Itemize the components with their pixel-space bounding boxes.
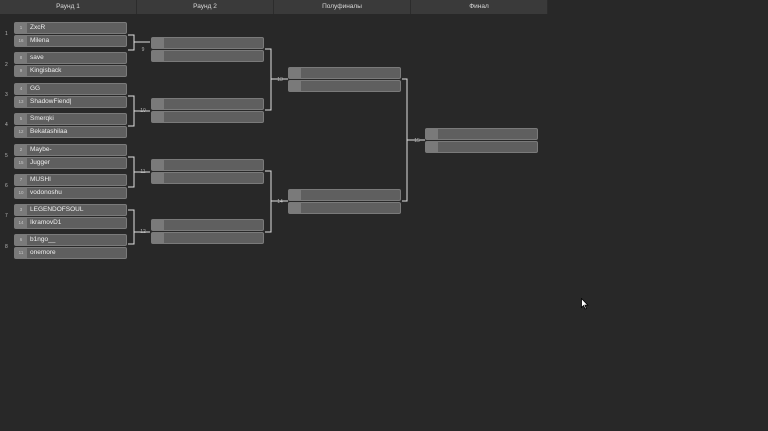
match-number: 11 xyxy=(140,169,146,175)
position-number: 4 xyxy=(5,122,8,128)
seed-number xyxy=(426,129,438,139)
match-number: 10 xyxy=(140,108,146,114)
team-slot-empty[interactable] xyxy=(151,219,264,231)
position-number: 5 xyxy=(5,153,8,159)
team-slot-empty[interactable] xyxy=(288,67,401,79)
position-number: 3 xyxy=(5,92,8,98)
seed-number xyxy=(152,38,164,48)
seed-number xyxy=(152,160,164,170)
seed-number: 6 xyxy=(15,235,27,245)
team-slot-empty[interactable] xyxy=(151,172,264,184)
team-slot-empty[interactable] xyxy=(288,189,401,201)
team-name: onemore xyxy=(30,249,56,256)
team-name: Maybe- xyxy=(30,146,52,153)
seed-number xyxy=(152,99,164,109)
team-slot-empty[interactable] xyxy=(425,128,538,140)
seed-number: 3 xyxy=(15,205,27,215)
position-number: 6 xyxy=(5,183,8,189)
seed-number: 11 xyxy=(15,248,27,258)
team-name: Kingisback xyxy=(30,67,62,74)
match-number: 14 xyxy=(277,199,283,205)
seed-number: 1 xyxy=(15,23,27,33)
match-number: 9 xyxy=(141,47,145,53)
mouse-cursor-icon xyxy=(581,298,589,310)
team-name: LEGENDOFSOUL xyxy=(30,206,84,213)
seed-number xyxy=(426,142,438,152)
seed-number: 15 xyxy=(15,158,27,168)
team-slot-empty[interactable] xyxy=(425,141,538,153)
header-semifinals[interactable]: Полуфиналы xyxy=(274,0,411,14)
team-slot-empty[interactable] xyxy=(151,50,264,62)
header-round-2[interactable]: Раунд 2 xyxy=(137,0,274,14)
team-name: Jugger xyxy=(30,159,50,166)
seed-number: 4 xyxy=(15,84,27,94)
team-name: ShadowFiend| xyxy=(30,98,72,105)
seed-number: 10 xyxy=(15,188,27,198)
team-name: Smerqki xyxy=(30,115,54,122)
seed-number xyxy=(289,190,301,200)
team-name: Milena xyxy=(30,37,50,44)
seed-number: 5 xyxy=(15,114,27,124)
seed-number xyxy=(289,203,301,213)
seed-number: 9 xyxy=(15,66,27,76)
position-number: 2 xyxy=(5,62,8,68)
team-name: GG xyxy=(30,85,41,92)
team-name: ZxcR xyxy=(30,24,46,31)
seed-number xyxy=(152,233,164,243)
position-number: 7 xyxy=(5,213,8,219)
seed-number: 16 xyxy=(15,36,27,46)
match-number: 13 xyxy=(277,77,283,83)
seed-number xyxy=(289,68,301,78)
team-slot-empty[interactable] xyxy=(151,37,264,49)
team-name: IkramovD1 xyxy=(30,219,62,226)
team-slot-empty[interactable] xyxy=(151,98,264,110)
team-slot-empty[interactable] xyxy=(288,202,401,214)
seed-number: 13 xyxy=(15,97,27,107)
match-number: 12 xyxy=(140,229,146,235)
team-name: b1ngo__ xyxy=(30,236,56,243)
position-number: 1 xyxy=(5,31,8,37)
seed-number xyxy=(152,220,164,230)
seed-number: 8 xyxy=(15,53,27,63)
seed-number xyxy=(289,81,301,91)
seed-number xyxy=(152,173,164,183)
team-slot-empty[interactable] xyxy=(288,80,401,92)
team-name: MUSHI xyxy=(30,176,51,183)
seed-number xyxy=(152,112,164,122)
team-name: save xyxy=(30,54,44,61)
seed-number: 14 xyxy=(15,218,27,228)
team-slot-empty[interactable] xyxy=(151,232,264,244)
header-round-1[interactable]: Раунд 1 xyxy=(0,0,137,14)
seed-number: 7 xyxy=(15,175,27,185)
team-name: Bekatashilaa xyxy=(30,128,68,135)
seed-number: 2 xyxy=(15,145,27,155)
header-final[interactable]: Финал xyxy=(411,0,548,14)
position-number: 8 xyxy=(5,244,8,250)
team-name: vodonoshu xyxy=(30,189,62,196)
seed-number xyxy=(152,51,164,61)
team-slot-empty[interactable] xyxy=(151,159,264,171)
seed-number: 12 xyxy=(15,127,27,137)
team-slot-empty[interactable] xyxy=(151,111,264,123)
match-number: 15 xyxy=(414,138,420,144)
